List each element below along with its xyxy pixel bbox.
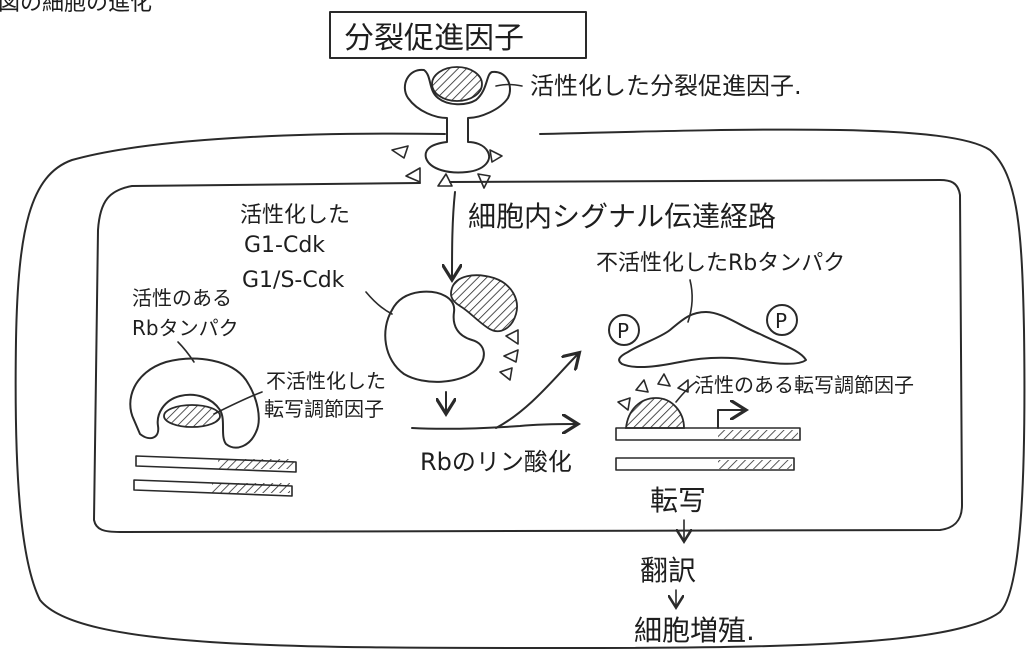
inactivated-rb-protein (618, 311, 807, 369)
growth-factor-label: 分裂促進因子 (344, 21, 524, 56)
g1s-cdk-label: G1/S-Cdk (242, 268, 345, 293)
inactive-tf-label-line1: 不活性化した (266, 369, 386, 393)
active-tf-triangles (617, 373, 689, 411)
inactive-tf-pointer (213, 391, 263, 415)
transcription-label: 転写 (650, 484, 706, 517)
inactivated-rb-pointer (687, 279, 693, 323)
phosphorylation-arrow-up (495, 354, 578, 429)
phosphate-left (608, 314, 640, 346)
active-tf-bound (624, 397, 685, 429)
activated-gf-label: 活性化した分裂促進因子. (530, 72, 802, 100)
nucleus-boundary (93, 179, 963, 533)
active-rb-label-line2: Rbタンパク (132, 316, 239, 340)
signal-pathway-arrow (452, 191, 455, 278)
top-cut-text: 図の細胞の進化 (0, 0, 152, 16)
rb-phosphorylation-label: Rbのリン酸化 (420, 448, 572, 476)
cdk-kinase (384, 290, 485, 383)
transcription-start-arrow (717, 410, 744, 429)
receptor (403, 68, 511, 174)
translation-label: 翻訳 (640, 554, 696, 587)
right-dna (615, 427, 801, 471)
cell-membrane (14, 128, 1026, 650)
activated-gf-pointer (495, 83, 523, 87)
active-tf-pointer (675, 381, 697, 403)
inactive-tf-label-line2: 転写調節因子 (264, 397, 384, 421)
phosphate-left-label: P (617, 319, 629, 343)
inactive-tf-bound (163, 404, 221, 428)
phosphate-right (766, 304, 798, 336)
phosphate-right-label: P (775, 309, 787, 333)
receptor-signal-triangles (391, 145, 503, 189)
inactivated-rb-label: 不活性化したRbタンパク (596, 251, 845, 276)
active-rb-protein (129, 357, 260, 449)
growth-factor-box (329, 11, 587, 59)
phosphorylation-arrow-right (411, 424, 576, 429)
g1-cdk-label: G1-Cdk (244, 233, 325, 258)
active-tf-label: 活性のある転写調節因子 (694, 373, 914, 397)
cyclin (450, 274, 518, 333)
active-rb-label-line1: 活性のある (132, 286, 232, 310)
activated-cdk-label: 活性化した (240, 203, 350, 228)
intracellular-pathway-label: 細胞内シグナル伝達経路 (468, 200, 776, 233)
proliferation-label: 細胞増殖. (634, 614, 755, 647)
cdk-pointer (365, 291, 393, 315)
bound-growth-factor (431, 66, 483, 102)
cdk-signal-triangles (499, 329, 519, 381)
active-rb-pointer (177, 341, 195, 363)
left-dna (133, 455, 297, 497)
